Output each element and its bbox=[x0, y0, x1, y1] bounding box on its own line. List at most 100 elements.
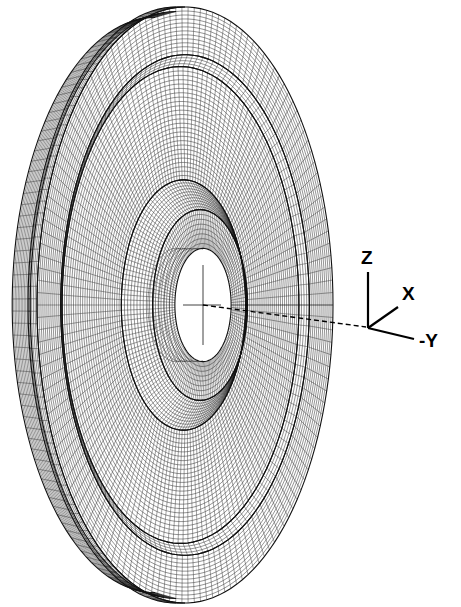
mesh-radial bbox=[86, 48, 106, 53]
mesh-radial bbox=[222, 70, 229, 81]
mesh-ring bbox=[61, 61, 304, 550]
mesh-radial bbox=[66, 233, 67, 236]
mesh-radial bbox=[157, 9, 166, 10]
mesh-radial bbox=[245, 285, 298, 294]
mesh-radial bbox=[178, 55, 182, 67]
mesh-ring bbox=[117, 171, 250, 439]
mesh-radial bbox=[126, 259, 156, 270]
mesh-radial bbox=[183, 67, 185, 180]
mesh-radial bbox=[200, 397, 213, 426]
mesh-radial bbox=[282, 428, 292, 434]
mesh-radial bbox=[212, 214, 215, 251]
mesh-radial bbox=[195, 71, 203, 182]
mesh-radial bbox=[276, 158, 285, 165]
mesh-radial bbox=[122, 582, 131, 583]
mesh-radial bbox=[165, 240, 182, 267]
mesh-radial bbox=[167, 237, 183, 265]
mesh-radial bbox=[139, 543, 146, 588]
mesh-ring bbox=[121, 180, 245, 430]
mesh-radial bbox=[81, 92, 98, 126]
mesh-radial bbox=[64, 326, 122, 345]
mesh-radial bbox=[174, 399, 193, 428]
mesh-radial bbox=[50, 184, 72, 203]
mesh-radial bbox=[68, 383, 69, 387]
mesh-radial bbox=[291, 435, 311, 460]
mesh-radial bbox=[127, 344, 157, 356]
mesh-radial bbox=[195, 428, 203, 539]
mesh-ring bbox=[37, 7, 333, 603]
mesh-radial bbox=[204, 210, 206, 249]
mesh-radial bbox=[133, 231, 161, 249]
mesh-radial bbox=[65, 130, 84, 158]
mesh-radial bbox=[171, 229, 186, 260]
mesh-radial bbox=[260, 482, 268, 491]
mesh-radial bbox=[53, 100, 72, 104]
mesh-radial bbox=[45, 118, 64, 122]
mesh-radial bbox=[70, 217, 125, 259]
mesh-radial bbox=[173, 227, 187, 259]
mesh-radial bbox=[173, 430, 180, 543]
mesh-ring bbox=[96, 132, 268, 478]
mesh-radial bbox=[226, 74, 233, 85]
mesh-radial bbox=[231, 223, 236, 242]
mesh-radial bbox=[45, 488, 64, 492]
mesh-radial bbox=[91, 563, 111, 568]
mesh-radial bbox=[231, 314, 247, 320]
mesh-radial bbox=[210, 391, 220, 418]
mesh-radial bbox=[246, 309, 248, 310]
mesh-radial bbox=[34, 459, 53, 462]
mesh-radial bbox=[164, 8, 173, 9]
mesh-radial bbox=[167, 397, 187, 426]
mesh-radial bbox=[12, 286, 30, 287]
mesh-radial bbox=[155, 11, 176, 17]
mesh-radial bbox=[168, 56, 172, 68]
mesh-radial bbox=[82, 173, 132, 236]
mesh-radial bbox=[62, 140, 82, 166]
mesh-radial bbox=[71, 402, 73, 407]
mesh-radial bbox=[218, 353, 225, 386]
mesh-radial bbox=[49, 109, 68, 113]
mesh-radial bbox=[153, 537, 156, 549]
mesh-radial bbox=[81, 54, 100, 59]
mesh-radial bbox=[213, 15, 218, 61]
mesh-radial bbox=[23, 416, 41, 418]
mesh-ring bbox=[99, 136, 267, 473]
mesh-ring bbox=[146, 204, 247, 407]
mesh-radial bbox=[188, 543, 193, 555]
mesh-radial bbox=[66, 374, 67, 377]
mesh-radial bbox=[128, 536, 137, 580]
mesh-radial bbox=[79, 530, 88, 531]
mesh-radial bbox=[245, 295, 247, 297]
mesh-radial bbox=[81, 551, 100, 556]
mesh-radial bbox=[229, 326, 244, 340]
mesh-radial bbox=[149, 64, 152, 75]
mesh-radial bbox=[158, 539, 161, 551]
mesh-radial bbox=[239, 199, 286, 249]
mesh-radial bbox=[239, 361, 286, 411]
mesh-radial bbox=[171, 350, 186, 381]
mesh-radial bbox=[245, 275, 298, 289]
mesh-radial bbox=[13, 274, 31, 276]
mesh-radial bbox=[43, 219, 66, 233]
mesh-radial bbox=[203, 186, 215, 214]
mesh-radial bbox=[138, 219, 165, 239]
mesh-radial bbox=[193, 56, 198, 68]
mesh-radial bbox=[168, 234, 184, 263]
mesh-radial bbox=[48, 454, 57, 455]
mesh-radial bbox=[241, 259, 244, 270]
mesh-radial bbox=[45, 443, 54, 444]
mesh-radial bbox=[246, 300, 248, 301]
mesh-radial bbox=[153, 307, 175, 309]
mesh-radial bbox=[309, 280, 333, 284]
mesh-radial bbox=[62, 310, 121, 315]
mesh-radial bbox=[233, 30, 242, 74]
axis-centerline bbox=[203, 305, 366, 327]
mesh-radial bbox=[173, 351, 187, 383]
mesh-radial bbox=[158, 59, 161, 71]
mesh-radial bbox=[242, 227, 292, 264]
mesh-radial bbox=[64, 265, 122, 284]
mesh-radial bbox=[61, 314, 62, 315]
mesh-radial bbox=[33, 224, 42, 225]
mesh-radial bbox=[272, 484, 289, 518]
mesh-radial bbox=[122, 531, 132, 574]
